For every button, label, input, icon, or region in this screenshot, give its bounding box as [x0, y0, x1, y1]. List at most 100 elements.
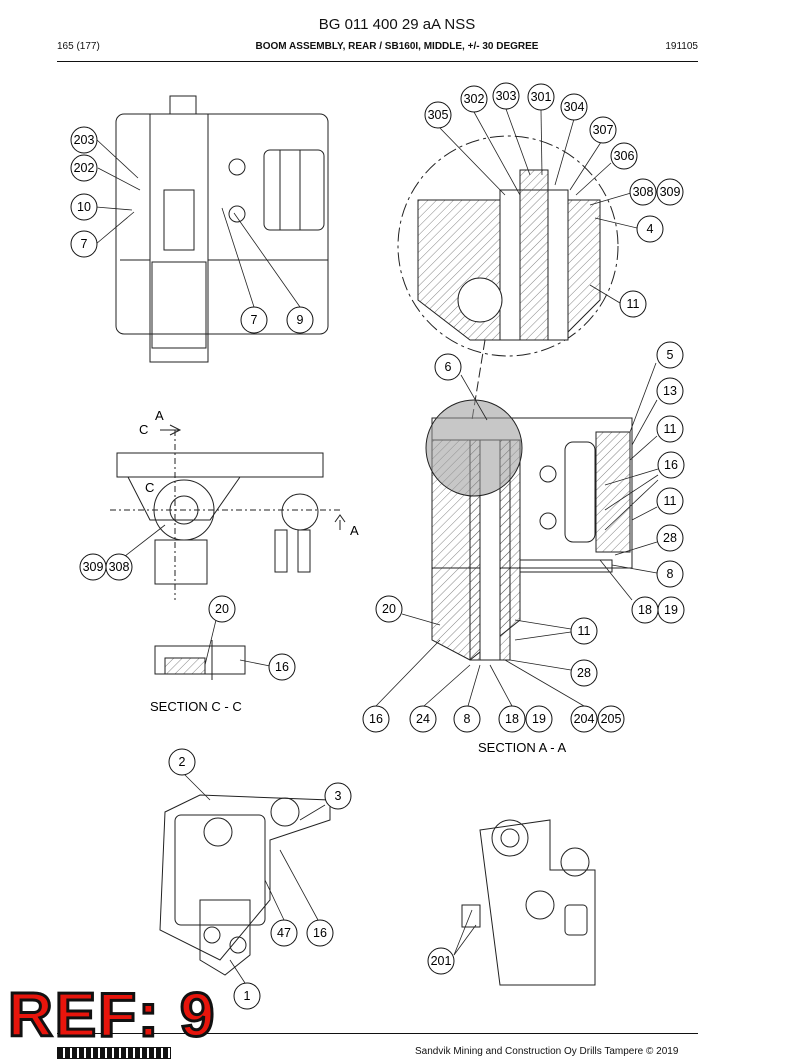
callout-10: 10: [70, 193, 98, 221]
callout-306: 306: [610, 142, 638, 170]
header-rule: [57, 61, 698, 62]
callout-205: 205: [597, 705, 625, 733]
callout-203: 203: [70, 126, 98, 154]
svg-text:47: 47: [277, 926, 291, 940]
callout-16-cc: 16: [268, 653, 296, 681]
callout-16-iso: 16: [306, 919, 334, 947]
callout-16-right: 16: [657, 451, 685, 479]
ref-stamp: REF: 9: [6, 981, 217, 1050]
svg-text:9: 9: [297, 313, 304, 327]
svg-text:202: 202: [74, 161, 95, 175]
svg-text:8: 8: [464, 712, 471, 726]
leader-lines: [95, 108, 659, 984]
svg-text:203: 203: [74, 133, 95, 147]
svg-text:7: 7: [81, 237, 88, 251]
callout-9: 9: [286, 306, 314, 334]
svg-text:28: 28: [577, 666, 591, 680]
callout-11-upper: 11: [656, 415, 684, 443]
svg-text:28: 28: [663, 531, 677, 545]
callout-19-bottom: 19: [525, 705, 553, 733]
svg-text:11: 11: [664, 494, 677, 508]
svg-text:2: 2: [179, 755, 186, 769]
svg-text:20: 20: [382, 602, 396, 616]
svg-text:5: 5: [667, 348, 674, 362]
view-label-c-side: C: [145, 480, 154, 495]
callout-3: 3: [324, 782, 352, 810]
svg-text:302: 302: [464, 92, 485, 106]
callout-304: 304: [560, 93, 588, 121]
callout-28-lower: 28: [570, 659, 598, 687]
svg-text:11: 11: [578, 624, 591, 638]
svg-text:205: 205: [601, 712, 622, 726]
callout-19-right: 19: [657, 596, 685, 624]
callout-1: 1: [233, 982, 261, 1010]
callout-201: 201: [427, 947, 455, 975]
callout-7-left: 7: [70, 230, 98, 258]
svg-text:7: 7: [251, 313, 258, 327]
svg-text:308: 308: [633, 185, 654, 199]
section-cc-drawing: [154, 640, 246, 680]
footer-rule: [57, 1033, 698, 1034]
document-date: 191105: [665, 41, 698, 52]
callout-303: 303: [492, 82, 520, 110]
svg-text:16: 16: [313, 926, 327, 940]
view-label-a-top: A: [155, 408, 164, 423]
callout-11-lower: 11: [570, 617, 598, 645]
copyright-footer: Sandvik Mining and Construction Oy Drill…: [415, 1046, 679, 1057]
svg-text:16: 16: [369, 712, 383, 726]
svg-text:24: 24: [416, 712, 430, 726]
svg-text:303: 303: [496, 89, 517, 103]
callout-5: 5: [656, 341, 684, 369]
svg-text:20: 20: [215, 602, 229, 616]
svg-text:306: 306: [614, 149, 635, 163]
svg-text:19: 19: [532, 712, 546, 726]
section-title: BOOM ASSEMBLY, REAR / SB160I, MIDDLE, +/…: [255, 41, 539, 52]
section-aa-label: SECTION A - A: [478, 740, 566, 755]
document-title: BG 011 400 29 aA NSS: [318, 16, 476, 33]
svg-text:8: 8: [667, 567, 674, 581]
side-view-drawing: [110, 424, 346, 600]
svg-text:18: 18: [638, 603, 652, 617]
callout-13: 13: [656, 377, 684, 405]
callout-20-left: 20: [208, 595, 236, 623]
section-cc-label: SECTION C - C: [150, 699, 242, 714]
callout-305: 305: [424, 101, 452, 129]
svg-text:11: 11: [627, 297, 640, 311]
callout-16-bottom: 16: [362, 705, 390, 733]
svg-text:3: 3: [335, 789, 342, 803]
callout-8-right: 8: [656, 560, 684, 588]
page-number: 165 (177): [57, 41, 100, 52]
svg-text:307: 307: [593, 123, 614, 137]
callout-6: 6: [434, 353, 462, 381]
svg-text:11: 11: [664, 422, 677, 436]
svg-text:13: 13: [663, 384, 677, 398]
callout-11-middle: 11: [656, 487, 684, 515]
svg-text:308: 308: [109, 560, 130, 574]
callout-7-bottom: 7: [240, 306, 268, 334]
callout-308-side: 308: [105, 553, 133, 581]
callout-302: 302: [460, 85, 488, 113]
callout-204: 204: [570, 705, 598, 733]
svg-text:309: 309: [83, 560, 104, 574]
isometric-view-right: [461, 819, 596, 986]
callout-202: 202: [70, 154, 98, 182]
svg-text:16: 16: [275, 660, 289, 674]
callout-8-bottom: 8: [453, 705, 481, 733]
callout-309-side: 309: [79, 553, 107, 581]
callout-11-detail: 11: [619, 290, 647, 318]
svg-text:201: 201: [431, 954, 452, 968]
svg-text:305: 305: [428, 108, 449, 122]
svg-text:1: 1: [244, 989, 251, 1003]
callout-18-bottom: 18: [498, 705, 526, 733]
section-aa-drawing: [425, 399, 633, 661]
svg-text:309: 309: [660, 185, 681, 199]
callout-301: 301: [527, 83, 555, 111]
view-label-c-top: C: [139, 422, 148, 437]
callout-2: 2: [168, 748, 196, 776]
callout-308-top: 308: [629, 178, 657, 206]
svg-text:6: 6: [445, 360, 452, 374]
svg-text:204: 204: [574, 712, 595, 726]
svg-text:4: 4: [647, 222, 654, 236]
svg-text:10: 10: [77, 200, 91, 214]
